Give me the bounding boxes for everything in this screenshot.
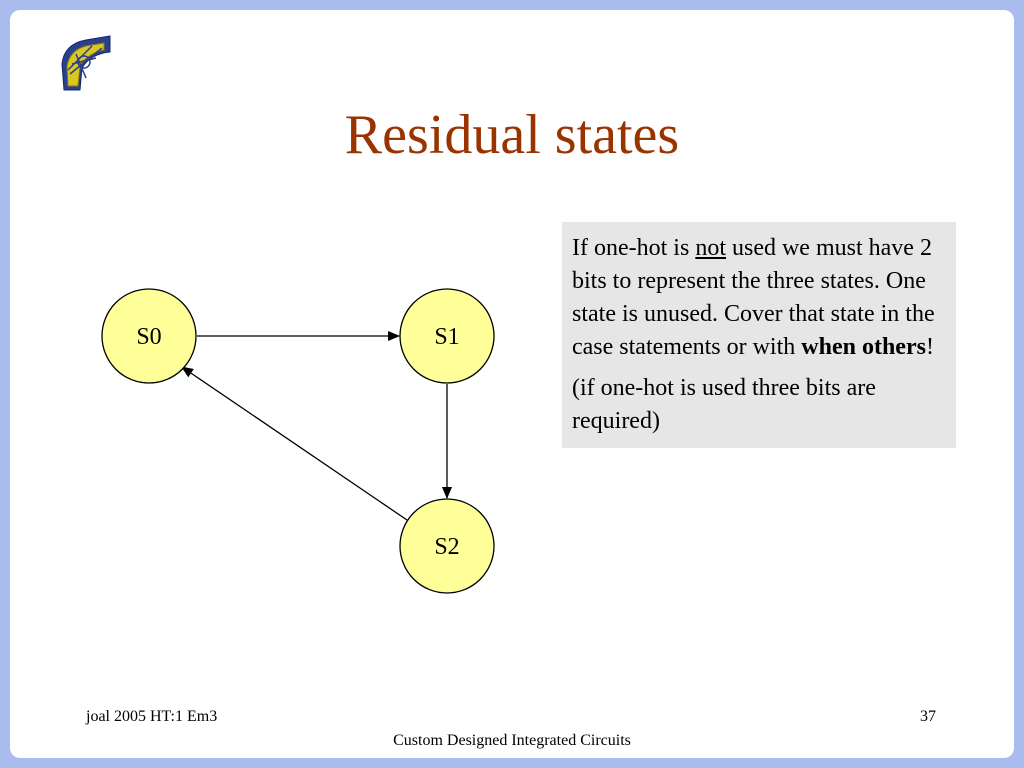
state-s0-label: S0 (136, 324, 161, 350)
note-text-1: If one-hot is (572, 235, 696, 261)
note-paragraph-1: If one-hot is not used we must have 2 bi… (572, 232, 946, 364)
note-text-end: ! (925, 334, 934, 360)
note-underlined-text: not (695, 235, 726, 261)
slide-title: Residual states (344, 104, 680, 166)
note-bold-text: when others (801, 334, 926, 360)
slide: Residual states S0 S1 S2 If one-hot is n… (10, 10, 1014, 758)
state-s0: S0 (101, 288, 197, 384)
state-s1-label: S1 (434, 324, 459, 350)
transition-s2-s0 (181, 366, 408, 521)
note-text-2: used we must have 2 bits to represent th… (572, 235, 935, 360)
state-s2: S2 (399, 498, 495, 594)
state-s1: S1 (399, 288, 495, 384)
footer-course-title: Custom Designed Integrated Circuits (393, 732, 631, 749)
note-box: If one-hot is not used we must have 2 bi… (562, 222, 956, 448)
state-diagram: S0 S1 S2 (101, 288, 495, 594)
state-s2-label: S2 (434, 534, 459, 560)
page-number: 37 (920, 708, 936, 725)
university-crest-icon (56, 34, 114, 92)
footer-author: joal 2005 HT:1 Em3 (86, 708, 218, 725)
note-paragraph-2: (if one-hot is used three bits are requi… (572, 375, 876, 434)
